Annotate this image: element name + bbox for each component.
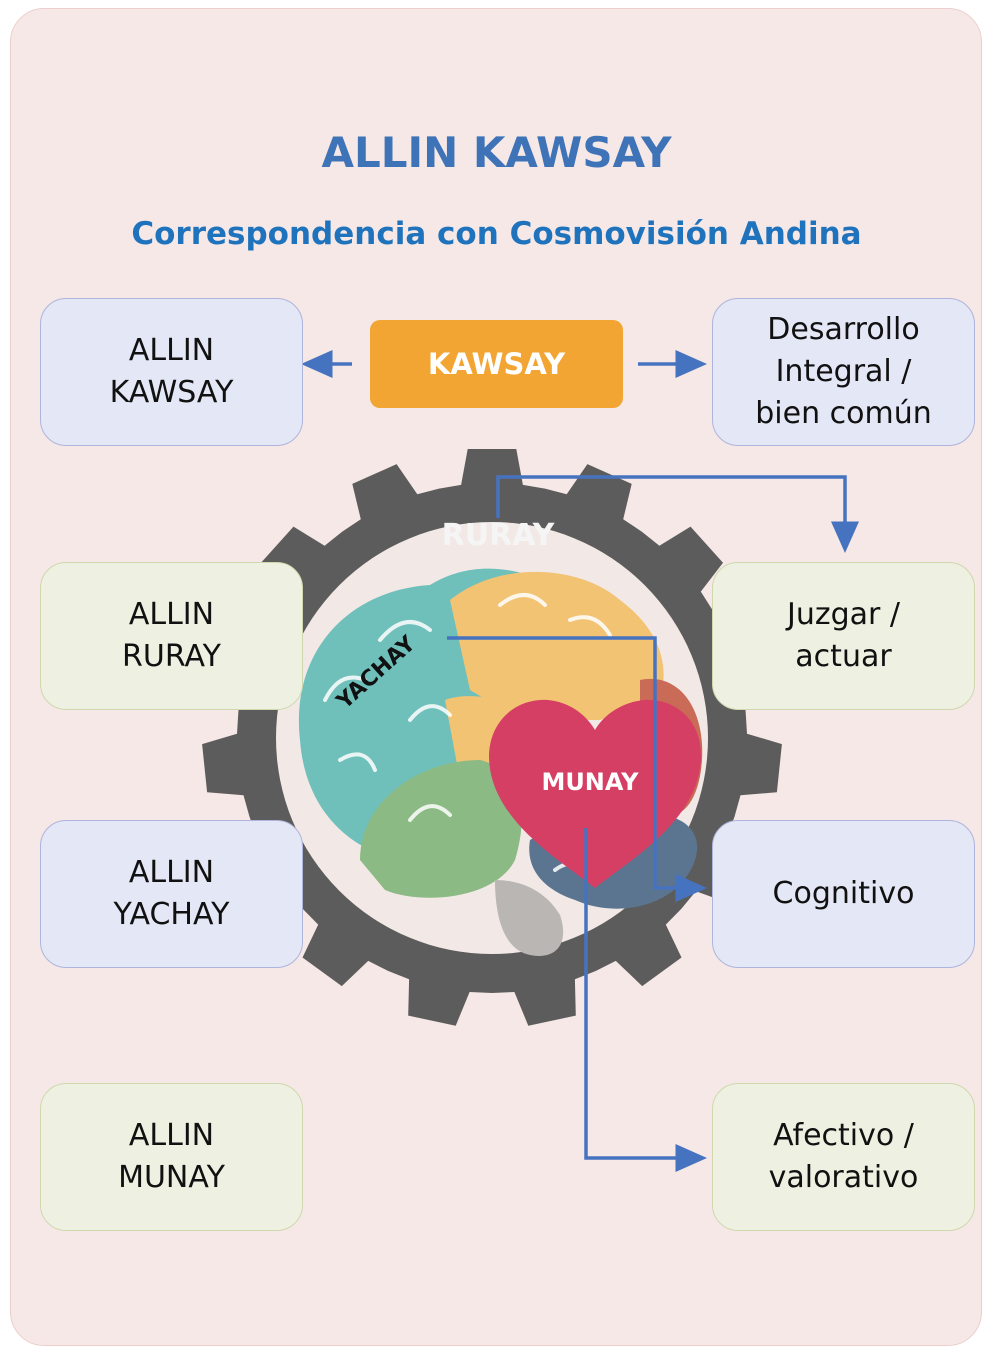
kawsay-tag: KAWSAY (370, 320, 623, 408)
box-line: Desarrollo (767, 312, 920, 347)
page-title: ALLIN KAWSAY (321, 128, 672, 177)
box-allin-ruray: ALLIN RURAY (40, 562, 303, 710)
ruray-label: RURAY (442, 518, 556, 553)
box-line: YACHAY (113, 897, 230, 932)
box-line: Cognitivo (772, 876, 915, 911)
box-juzgar-actuar: Juzgar / actuar (712, 562, 975, 710)
box-line: RURAY (122, 639, 221, 674)
box-afectivo-valorativo: Afectivo / valorativo (712, 1083, 975, 1231)
box-line: Juzgar / (786, 597, 900, 632)
box-allin-munay: ALLIN MUNAY (40, 1083, 303, 1231)
box-line: ALLIN (128, 333, 215, 368)
box-line: actuar (795, 639, 892, 674)
box-line: ALLIN (128, 1118, 215, 1153)
box-line: MUNAY (118, 1160, 225, 1195)
box-cognitivo: Cognitivo (712, 820, 975, 968)
box-line: ALLIN (128, 597, 215, 632)
heart-icon (489, 699, 702, 888)
box-line: valorativo (768, 1160, 919, 1195)
page-subtitle: Correspondencia con Cosmovisión Andina (131, 216, 862, 252)
box-allin-kawsay: ALLIN KAWSAY (40, 298, 303, 446)
box-allin-yachay: ALLIN YACHAY (40, 820, 303, 968)
box-line: Afectivo / (773, 1118, 914, 1153)
arrow-ruray-to-juzgar (496, 475, 859, 553)
box-line: ALLIN (128, 855, 215, 890)
box-line: Integral / (775, 354, 912, 389)
munay-label: MUNAY (541, 768, 639, 796)
arrow-yachay-to-cognitivo (447, 636, 707, 902)
box-line: bien común (755, 396, 932, 431)
arrow-munay-to-afectivo (584, 828, 707, 1172)
box-line: KAWSAY (109, 375, 234, 410)
